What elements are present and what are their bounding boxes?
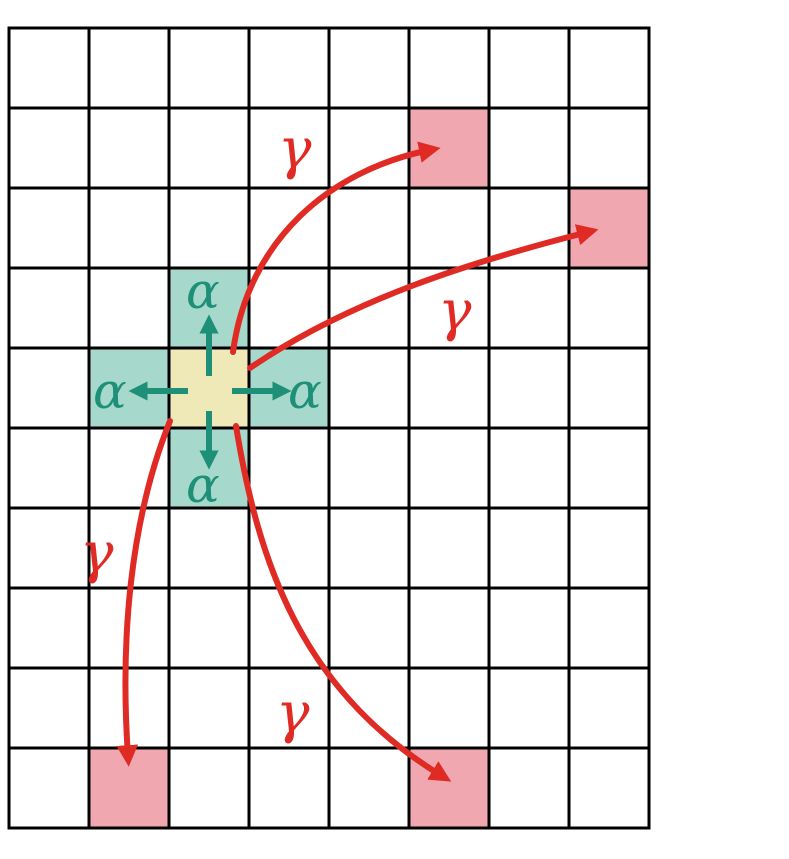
grid-lines bbox=[7, 26, 651, 830]
alpha-arrows bbox=[128, 314, 292, 470]
gamma-label-left: γ bbox=[80, 521, 114, 586]
gamma-arrow-to-upper-cell bbox=[230, 141, 441, 355]
alpha-label-right: α bbox=[288, 362, 322, 420]
alpha-label-top: α bbox=[186, 262, 220, 320]
gamma-arrows bbox=[116, 141, 599, 782]
gamma-arrow-to-lower-right-cell bbox=[233, 423, 452, 782]
target-cell bbox=[569, 188, 649, 268]
alpha-label-left: α bbox=[93, 362, 127, 420]
gamma-arrow-to-lower-left-cell bbox=[116, 418, 173, 767]
alpha-labels: α α α α bbox=[93, 262, 322, 514]
target-cell bbox=[89, 748, 169, 828]
gamma-arrow-to-right-cell bbox=[247, 224, 599, 371]
gamma-label-right: γ bbox=[438, 279, 472, 344]
gamma-labels: γ γ γ γ bbox=[80, 117, 472, 746]
gamma-label-upper: γ bbox=[278, 117, 312, 182]
gamma-label-lower: γ bbox=[276, 681, 310, 746]
alpha-label-bottom: α bbox=[186, 456, 220, 514]
target-cell bbox=[409, 108, 489, 188]
